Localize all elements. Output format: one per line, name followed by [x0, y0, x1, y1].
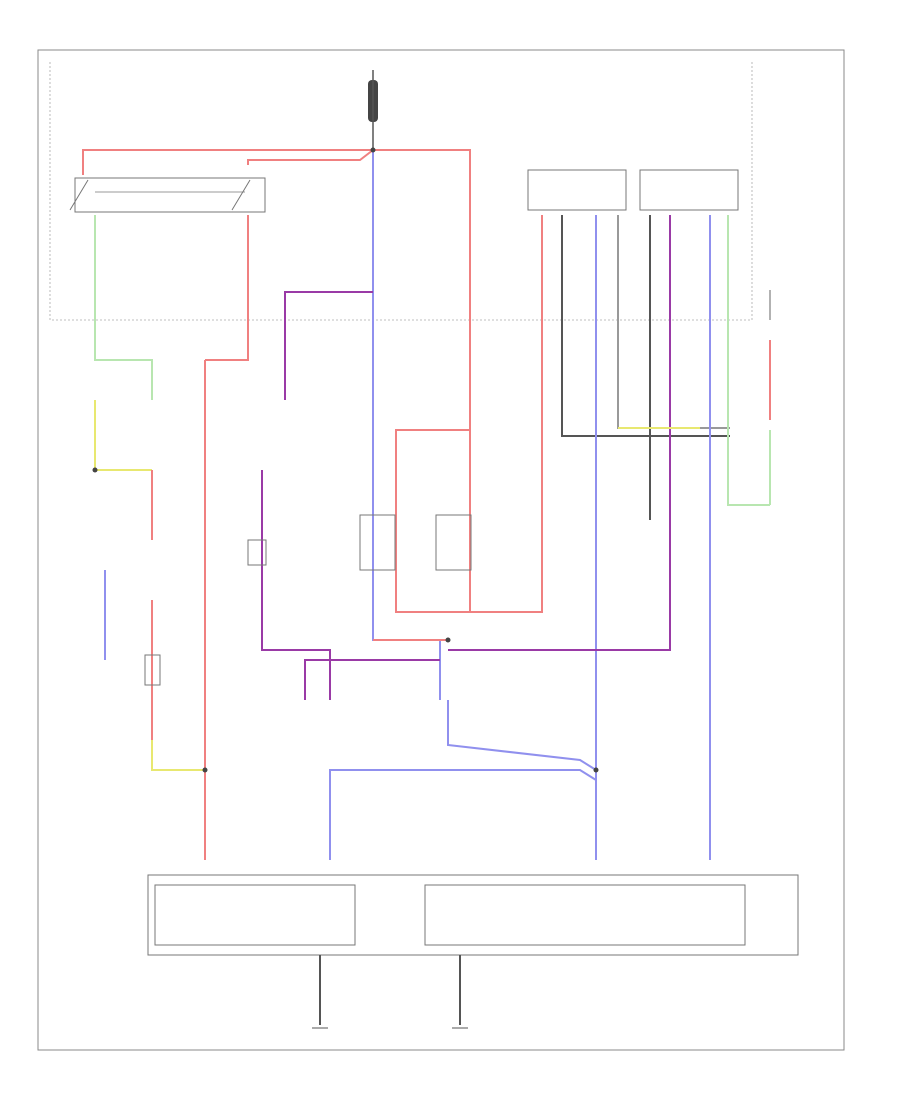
battery-fuse-link — [368, 70, 378, 150]
wire-blue-lower — [329, 769, 597, 860]
wire-purple-headlamp — [261, 470, 331, 700]
wire-blue-trunk — [372, 150, 441, 700]
left-side-marker — [144, 654, 161, 686]
wire-green-taillight — [94, 215, 153, 400]
wire-red-taillight-feed — [247, 149, 374, 165]
wire-purple-bundle — [304, 659, 440, 700]
wire-purple-relay-5 — [448, 215, 671, 651]
tail-relay — [69, 177, 266, 213]
fuse-box-frame — [49, 62, 753, 321]
wire-yellow-taillight — [94, 400, 152, 471]
diagram-border — [37, 49, 845, 1051]
wire-gray-relay-3 — [617, 215, 730, 429]
junction-nodes — [92, 147, 599, 773]
headlight-right — [435, 514, 472, 571]
headlight-left — [359, 514, 396, 571]
tail-lamp-connector — [247, 539, 267, 566]
wire-green-relay-7 — [727, 215, 770, 506]
wire-red-relay-out — [395, 215, 543, 613]
wire-red-main-bus — [82, 149, 471, 250]
wire-yellow-lower-left — [151, 740, 205, 771]
wire-purple-fuse — [284, 291, 373, 400]
headlight-relay-left — [527, 169, 627, 211]
wire-dark-relay-1 — [561, 215, 730, 437]
wire-blue-diagonal — [447, 700, 597, 771]
headlight-relay-right — [639, 169, 739, 211]
combination-switch — [147, 874, 799, 956]
wire-red-left-top — [205, 215, 249, 361]
